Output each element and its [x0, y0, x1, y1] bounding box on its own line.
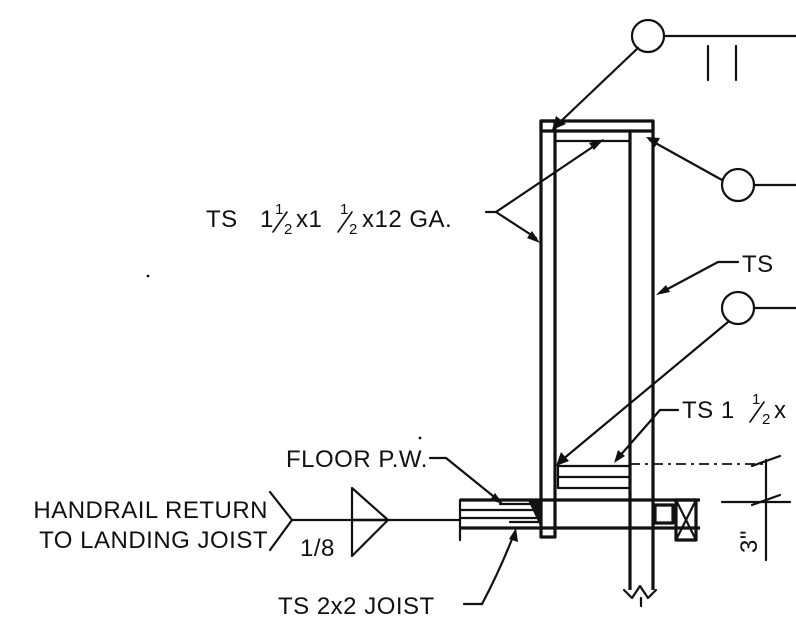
svg-text:x12 GA.: x12 GA.: [362, 206, 452, 233]
label-floor-pw: FLOOR P.W.: [286, 446, 503, 504]
bottom-rail-assembly: [458, 463, 766, 542]
speck: [418, 436, 422, 440]
callout-bubble-middle: [720, 167, 756, 203]
label-ts-right-upper: TS: [656, 251, 774, 295]
svg-text:1: 1: [275, 201, 283, 218]
svg-text:1: 1: [340, 201, 348, 218]
detail-callout-lower: [556, 290, 796, 466]
label-ts-12ga-whole: 1: [260, 206, 274, 233]
label-handrail-line1: HANDRAIL RETURN: [33, 497, 268, 524]
svg-text:2: 2: [349, 221, 357, 238]
label-ts-joist: TS 2x2 JOIST: [278, 528, 518, 620]
svg-text:1: 1: [752, 391, 760, 408]
left-post: [539, 119, 557, 539]
speck-2: [146, 274, 150, 278]
weld-fill: [528, 500, 541, 528]
leader-middle: [648, 138, 724, 182]
label-floor-pw-text: FLOOR P.W.: [286, 446, 428, 473]
label-ts-right-upper-text: TS: [742, 251, 774, 278]
break-symbol: [622, 584, 658, 600]
detail-callout-middle: [646, 137, 796, 203]
svg-text:x: x: [774, 397, 787, 424]
label-ts-joist-text: TS 2x2 JOIST: [278, 593, 435, 620]
dimension-3in: 3": [720, 454, 792, 562]
label-ts-12ga: TS 1 1 2 x1 1 2 x12 GA.: [206, 139, 604, 243]
bolt-head: [653, 503, 675, 525]
weld-symbol: HANDRAIL RETURN TO LANDING JOIST 1/8: [33, 486, 462, 562]
label-ts-right-lower-pre: TS 1: [682, 397, 735, 424]
svg-text:2: 2: [762, 411, 770, 428]
leader-top: [556, 46, 640, 126]
svg-text:2: 2: [284, 221, 292, 238]
weld-tail: [268, 490, 294, 552]
leader-lower: [560, 320, 730, 462]
label-ts-right-lower: TS 1 1 2 x: [614, 391, 787, 463]
dimension-text: 3": [736, 530, 763, 553]
joist-end-box: [674, 498, 698, 542]
label-handrail-line2: TO LANDING JOIST: [39, 527, 268, 554]
weld-fillet-bottom: [350, 518, 390, 558]
leader-12ga-lower: [494, 210, 538, 240]
leader-12ga-upper: [494, 140, 602, 214]
svg-text:x1: x1: [296, 206, 322, 233]
handrail-frame: [539, 119, 658, 608]
leader-joist: [480, 532, 516, 606]
callout-bubble-lower: [720, 290, 756, 326]
weld-fillet-top: [350, 486, 390, 522]
label-weld-size: 1/8: [300, 535, 335, 562]
label-ts-12ga-pre: TS: [206, 206, 238, 233]
detail-callout-top: [552, 18, 796, 130]
callout-bubble-top: [630, 18, 666, 54]
